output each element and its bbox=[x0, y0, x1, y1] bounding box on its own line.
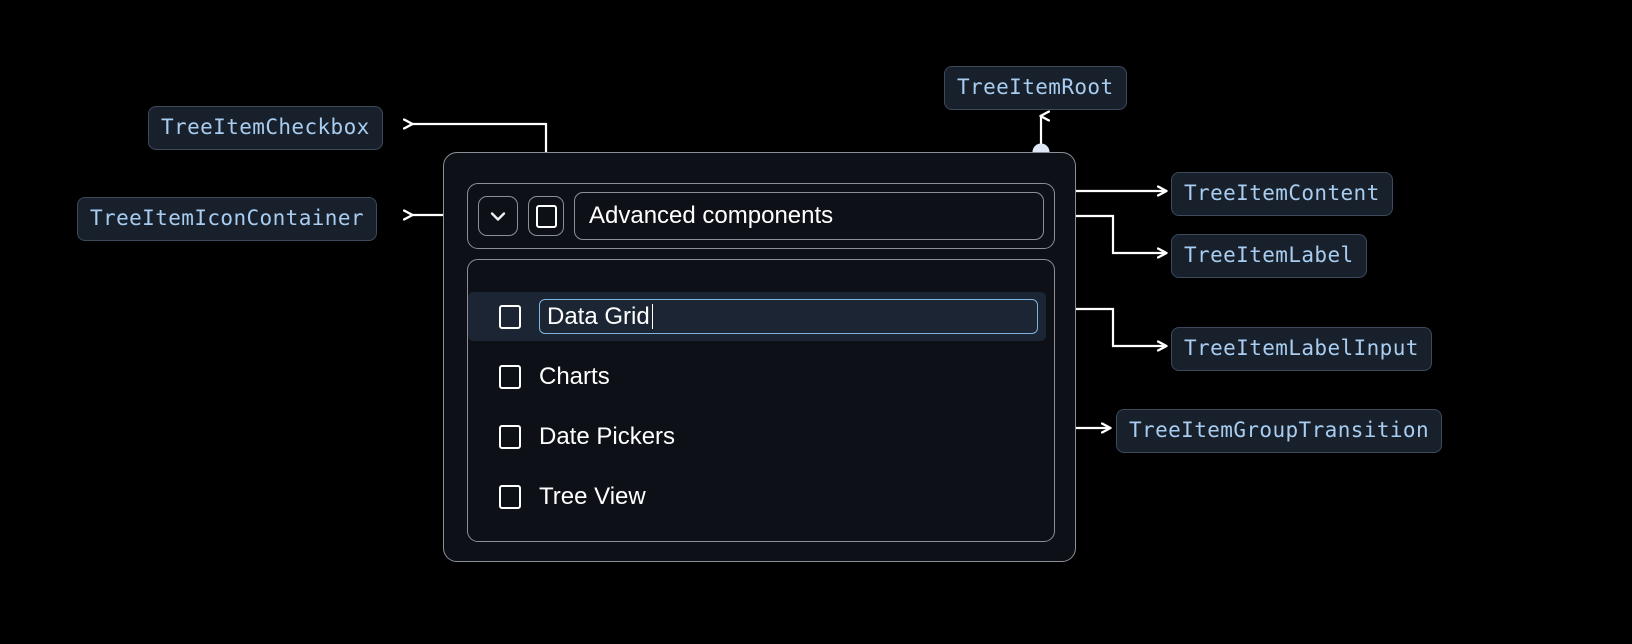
annotation-tree-item-label-input: TreeItemLabelInput bbox=[1171, 327, 1432, 371]
tree-item-label[interactable]: Advanced components bbox=[574, 192, 1044, 240]
tree-item-root[interactable]: Advanced components Data Grid Charts Dat… bbox=[443, 152, 1076, 562]
tree-row-data-grid[interactable]: Data Grid bbox=[468, 292, 1046, 341]
tree-item-icon-container[interactable] bbox=[478, 196, 518, 236]
annotation-tree-item-label: TreeItemLabel bbox=[1171, 234, 1367, 278]
tree-row-tree-view[interactable]: Tree View bbox=[499, 472, 1046, 521]
tree-row-date-pickers[interactable]: Date Pickers bbox=[499, 412, 1046, 461]
annotation-tree-item-root: TreeItemRoot bbox=[944, 66, 1127, 110]
annotation-tree-item-group-transition: TreeItemGroupTransition bbox=[1116, 409, 1442, 453]
annotation-tree-item-icon-container: TreeItemIconContainer bbox=[77, 197, 377, 241]
chevron-down-icon bbox=[486, 204, 510, 228]
tree-item-checkbox[interactable] bbox=[528, 196, 564, 236]
tree-item-group-transition: Data Grid Charts Date Pickers Tree View bbox=[467, 259, 1055, 542]
tree-item-label-text: Advanced components bbox=[589, 202, 834, 229]
tree-row-checkbox[interactable] bbox=[499, 424, 521, 449]
text-caret bbox=[651, 304, 654, 329]
annotation-tree-item-content: TreeItemContent bbox=[1171, 172, 1393, 216]
tree-row-label: Tree View bbox=[539, 482, 646, 510]
tree-item-label-input-value: Data Grid bbox=[547, 302, 650, 330]
tree-row-checkbox[interactable] bbox=[499, 364, 521, 389]
checkbox-unchecked-icon bbox=[535, 204, 557, 228]
annotation-tree-item-checkbox: TreeItemCheckbox bbox=[148, 106, 383, 150]
tree-row-label: Charts bbox=[539, 362, 610, 390]
tree-row-checkbox[interactable] bbox=[499, 484, 521, 509]
tree-row-checkbox[interactable] bbox=[499, 304, 521, 329]
tree-item-content[interactable]: Advanced components bbox=[467, 183, 1055, 249]
tree-row-charts[interactable]: Charts bbox=[499, 352, 1046, 401]
tree-item-label-input[interactable]: Data Grid bbox=[539, 299, 1038, 334]
tree-row-label: Date Pickers bbox=[539, 422, 676, 450]
